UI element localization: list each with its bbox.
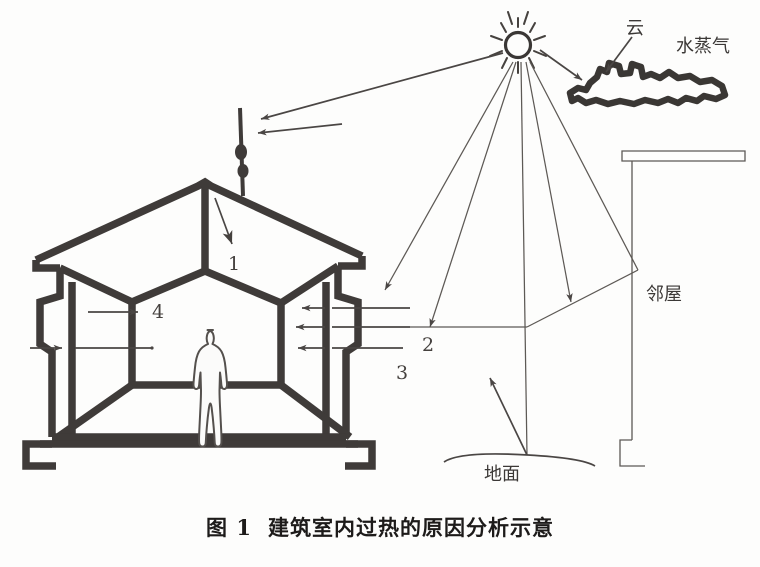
house-roof (32, 177, 366, 308)
sun-to-cloud-ray (539, 49, 583, 81)
solar-ray-fan (384, 61, 639, 456)
figure-caption: 图 1 建筑室内过热的原因分析示意 (0, 512, 760, 542)
house-walls (36, 266, 362, 437)
label-ground: 地面 (484, 464, 520, 485)
callout-4: 4 (152, 301, 165, 323)
callout-2: 2 (422, 334, 435, 356)
shadow-boundary (410, 269, 639, 328)
figure-caption-title: 建筑室内过热的原因分析示意 (267, 515, 554, 540)
cloud-icon (566, 59, 729, 108)
label-cloud: 云 (626, 18, 644, 39)
ground-reflection-ray (489, 377, 528, 456)
person-figure (192, 329, 229, 448)
sky-to-roof-arrows (257, 52, 504, 136)
cloud-label-leader (605, 36, 633, 73)
wall-heat-arrows-right (295, 304, 410, 352)
ground-surface-line (443, 453, 596, 467)
neighbor-building-wall (619, 150, 746, 467)
callout-3: 3 (396, 362, 409, 384)
callout-1: 1 (228, 253, 241, 275)
label-neighbor-building: 邻屋 (646, 284, 682, 305)
wall-heat-arrows-left (30, 308, 154, 352)
roof-solar-arrow (214, 197, 233, 245)
roof-antenna (235, 107, 249, 197)
figure-caption-number: 图 1 (206, 515, 252, 540)
label-water-vapor: 水蒸气 (676, 36, 730, 57)
sun-icon (489, 11, 547, 74)
